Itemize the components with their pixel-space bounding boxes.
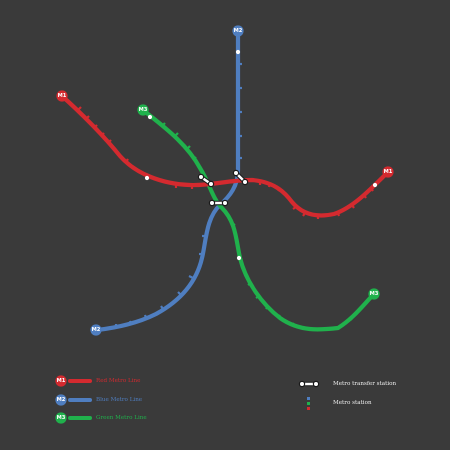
legend-station-label: Metro station [333,400,372,406]
blue-line[interactable] [94,33,242,333]
legend-label-blue: Blue Metro Line [96,397,143,403]
svg-text:M1: M1 [384,169,393,175]
legend-item-blue-line: M2 Blue Metro Line [55,394,143,406]
blue-line-badge-north[interactable]: M2 [232,25,244,37]
svg-text:M3: M3 [139,107,148,113]
legend-lines: M1 Red Metro Line M2 Blue Metro Line M3 … [55,375,147,424]
legend-symbols: Metro transfer station Metro station [298,380,397,410]
svg-text:M2: M2 [57,397,66,403]
legend-item-green-line: M3 Green Metro Line [55,412,147,424]
legend-label-green: Green Metro Line [96,415,147,421]
transfer-station-red-green[interactable] [197,173,215,188]
svg-text:M1: M1 [58,93,67,99]
metro-station[interactable] [372,182,378,188]
metro-station[interactable] [236,255,242,261]
legend-transfer-label: Metro transfer station [333,381,397,387]
metro-station[interactable] [144,175,150,181]
svg-text:M3: M3 [57,415,66,421]
legend-transfer-station: Metro transfer station [298,380,397,388]
transfer-station-blue-green[interactable] [208,199,229,207]
legend-metro-station: Metro station [307,397,372,410]
green-line-badge-west[interactable]: M3 [137,104,149,116]
transfer-station-red-blue[interactable] [232,169,249,186]
svg-text:M3: M3 [370,291,379,297]
svg-text:M2: M2 [92,327,101,333]
metro-station[interactable] [147,114,153,120]
metro-station[interactable] [235,49,241,55]
terminal-badges: M1 M1 M2 M2 M3 M3 [56,25,394,336]
svg-text:M2: M2 [234,28,243,34]
svg-text:M1: M1 [57,378,66,384]
blue-line-badge-south[interactable]: M2 [90,324,102,336]
red-line-badge-east[interactable]: M1 [382,166,394,178]
legend-item-red-line: M1 Red Metro Line [55,375,141,387]
legend-label-red: Red Metro Line [96,378,141,384]
red-line[interactable] [59,93,391,219]
green-line-badge-east[interactable]: M3 [368,288,380,300]
stations [144,49,378,261]
red-line-badge-west[interactable]: M1 [56,90,68,102]
transfer-stations [197,169,249,207]
